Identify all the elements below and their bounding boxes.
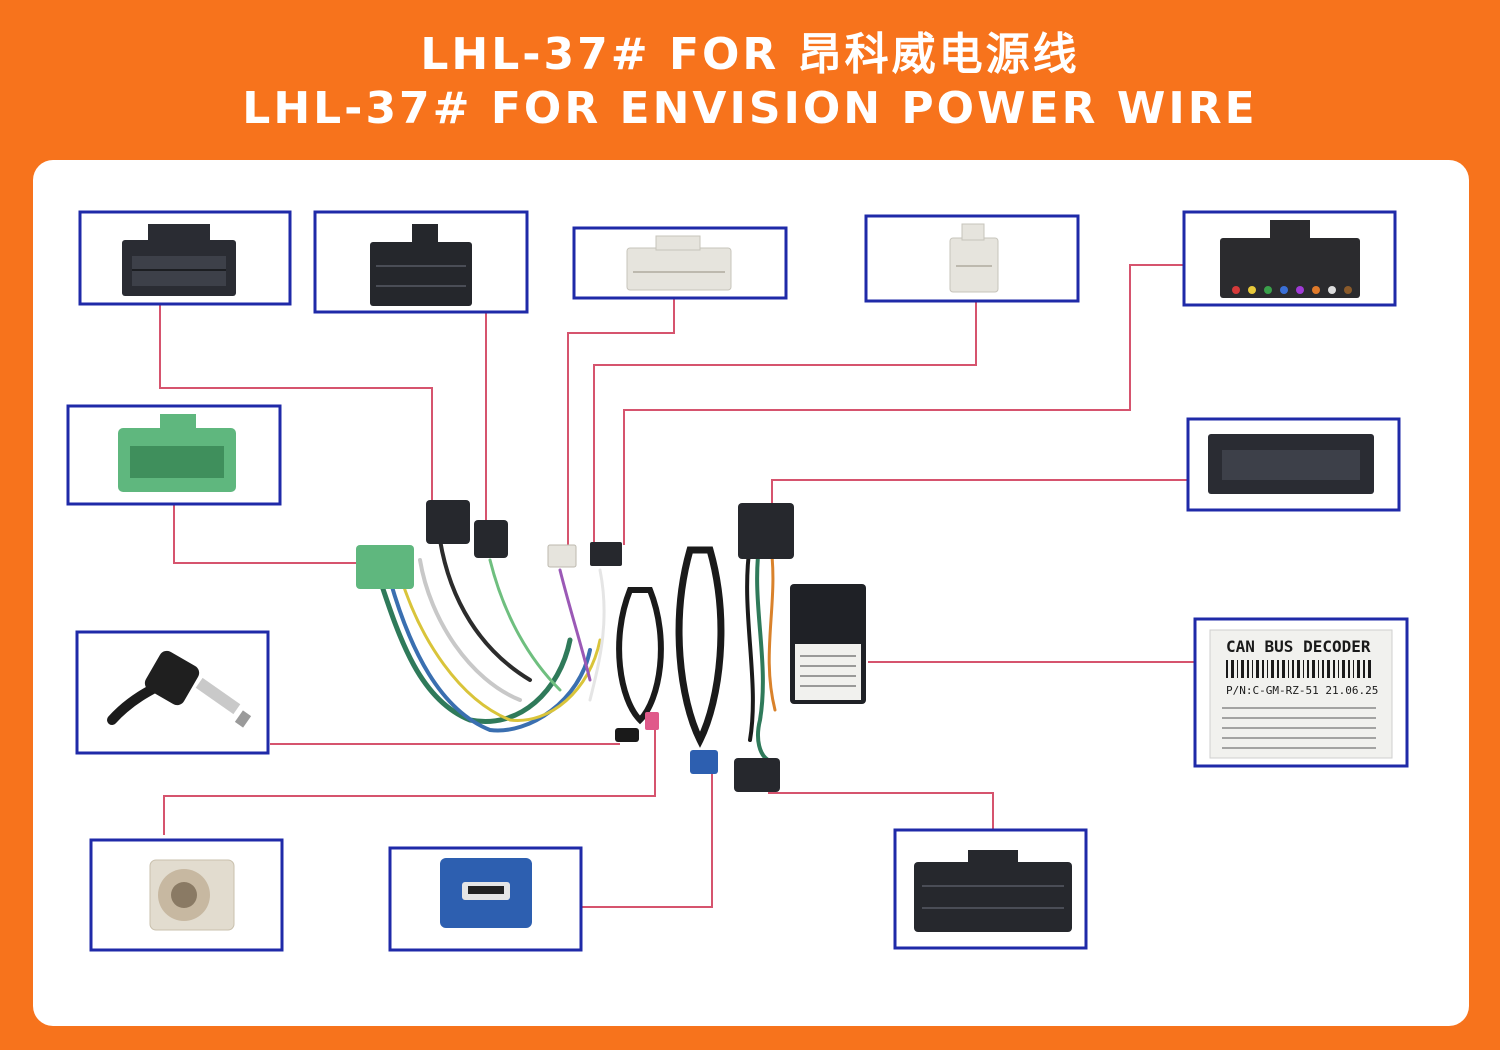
white-small-connector-icon (949, 223, 999, 293)
can-bus-decoder-module (790, 584, 866, 704)
harness-black-plug-b (474, 520, 508, 558)
leader-line-white-a (567, 298, 675, 545)
white-multi-pin-connector-icon (626, 235, 732, 291)
black-double-row-connector-icon (370, 224, 472, 306)
page-title-english: LHL-37# FOR ENVISION POWER WIRE (242, 83, 1258, 134)
iso-multi-color-connector-icon (1220, 220, 1360, 298)
can-bus-decoder-label-box: CAN BUS DECODER P/N:C-GM-RZ-51 21.06.25 (1193, 617, 1409, 768)
wire-harness-illustration (356, 500, 866, 792)
harness-black-plug-d (738, 503, 794, 559)
black-slim-connector-box (1186, 417, 1401, 512)
radio-antenna-plug-icon (107, 650, 252, 728)
harness-green-plug (356, 545, 414, 589)
blue-mini-usb-connector-icon (440, 858, 532, 928)
black-double-row-connector-box (313, 210, 529, 314)
harness-antenna-plug (615, 728, 639, 742)
leader-line-usb (582, 772, 713, 908)
harness-white-plug-a (547, 544, 577, 568)
leader-line-iso (623, 264, 1184, 545)
white-multi-pin-connector-box (572, 226, 788, 300)
leader-line-white-b (593, 302, 977, 545)
leader-line-black-a (159, 305, 433, 505)
iso-multi-color-connector-box (1182, 210, 1397, 307)
harness-fakra-plug (645, 712, 659, 730)
wiring-diagram: CAN BUS DECODER P/N:C-GM-RZ-51 21.06.25 (66, 210, 1409, 952)
decoder-fine-print (1222, 707, 1376, 749)
leader-line-green (173, 504, 360, 564)
green-multi-pin-connector-box (66, 404, 282, 506)
radio-antenna-plug-box (75, 630, 270, 755)
harness-black-plug-a (426, 500, 470, 544)
leader-lines (159, 264, 1195, 908)
leader-line-black-d (768, 792, 994, 830)
page-title-chinese: LHL-37# FOR 昂科威电源线 (420, 29, 1080, 80)
leader-line-black-c (771, 479, 1188, 505)
black-large-connector-box (893, 828, 1088, 950)
decoder-barcode (1226, 660, 1371, 678)
blue-mini-usb-connector-box (388, 846, 583, 952)
fakra-antenna-plug-box (89, 838, 284, 952)
white-small-connector-box (864, 214, 1080, 303)
harness-black-plug-c (590, 542, 622, 566)
black-multi-pin-connector-icon (122, 224, 236, 296)
green-multi-pin-connector-icon (118, 414, 236, 492)
fakra-antenna-plug-icon (149, 859, 235, 931)
black-large-connector-icon (914, 850, 1072, 932)
black-slim-connector-icon (1208, 434, 1374, 494)
diagram-panel: CAN BUS DECODER P/N:C-GM-RZ-51 21.06.25 (33, 160, 1469, 1026)
harness-usb-plug (690, 750, 718, 774)
harness-black-plug-e (734, 758, 780, 792)
black-multi-pin-connector-box (78, 210, 292, 306)
decoder-heading: CAN BUS DECODER (1226, 637, 1371, 656)
leader-line-fakra (163, 730, 656, 835)
decoder-part-number: P/N:C-GM-RZ-51 21.06.25 (1226, 684, 1378, 697)
